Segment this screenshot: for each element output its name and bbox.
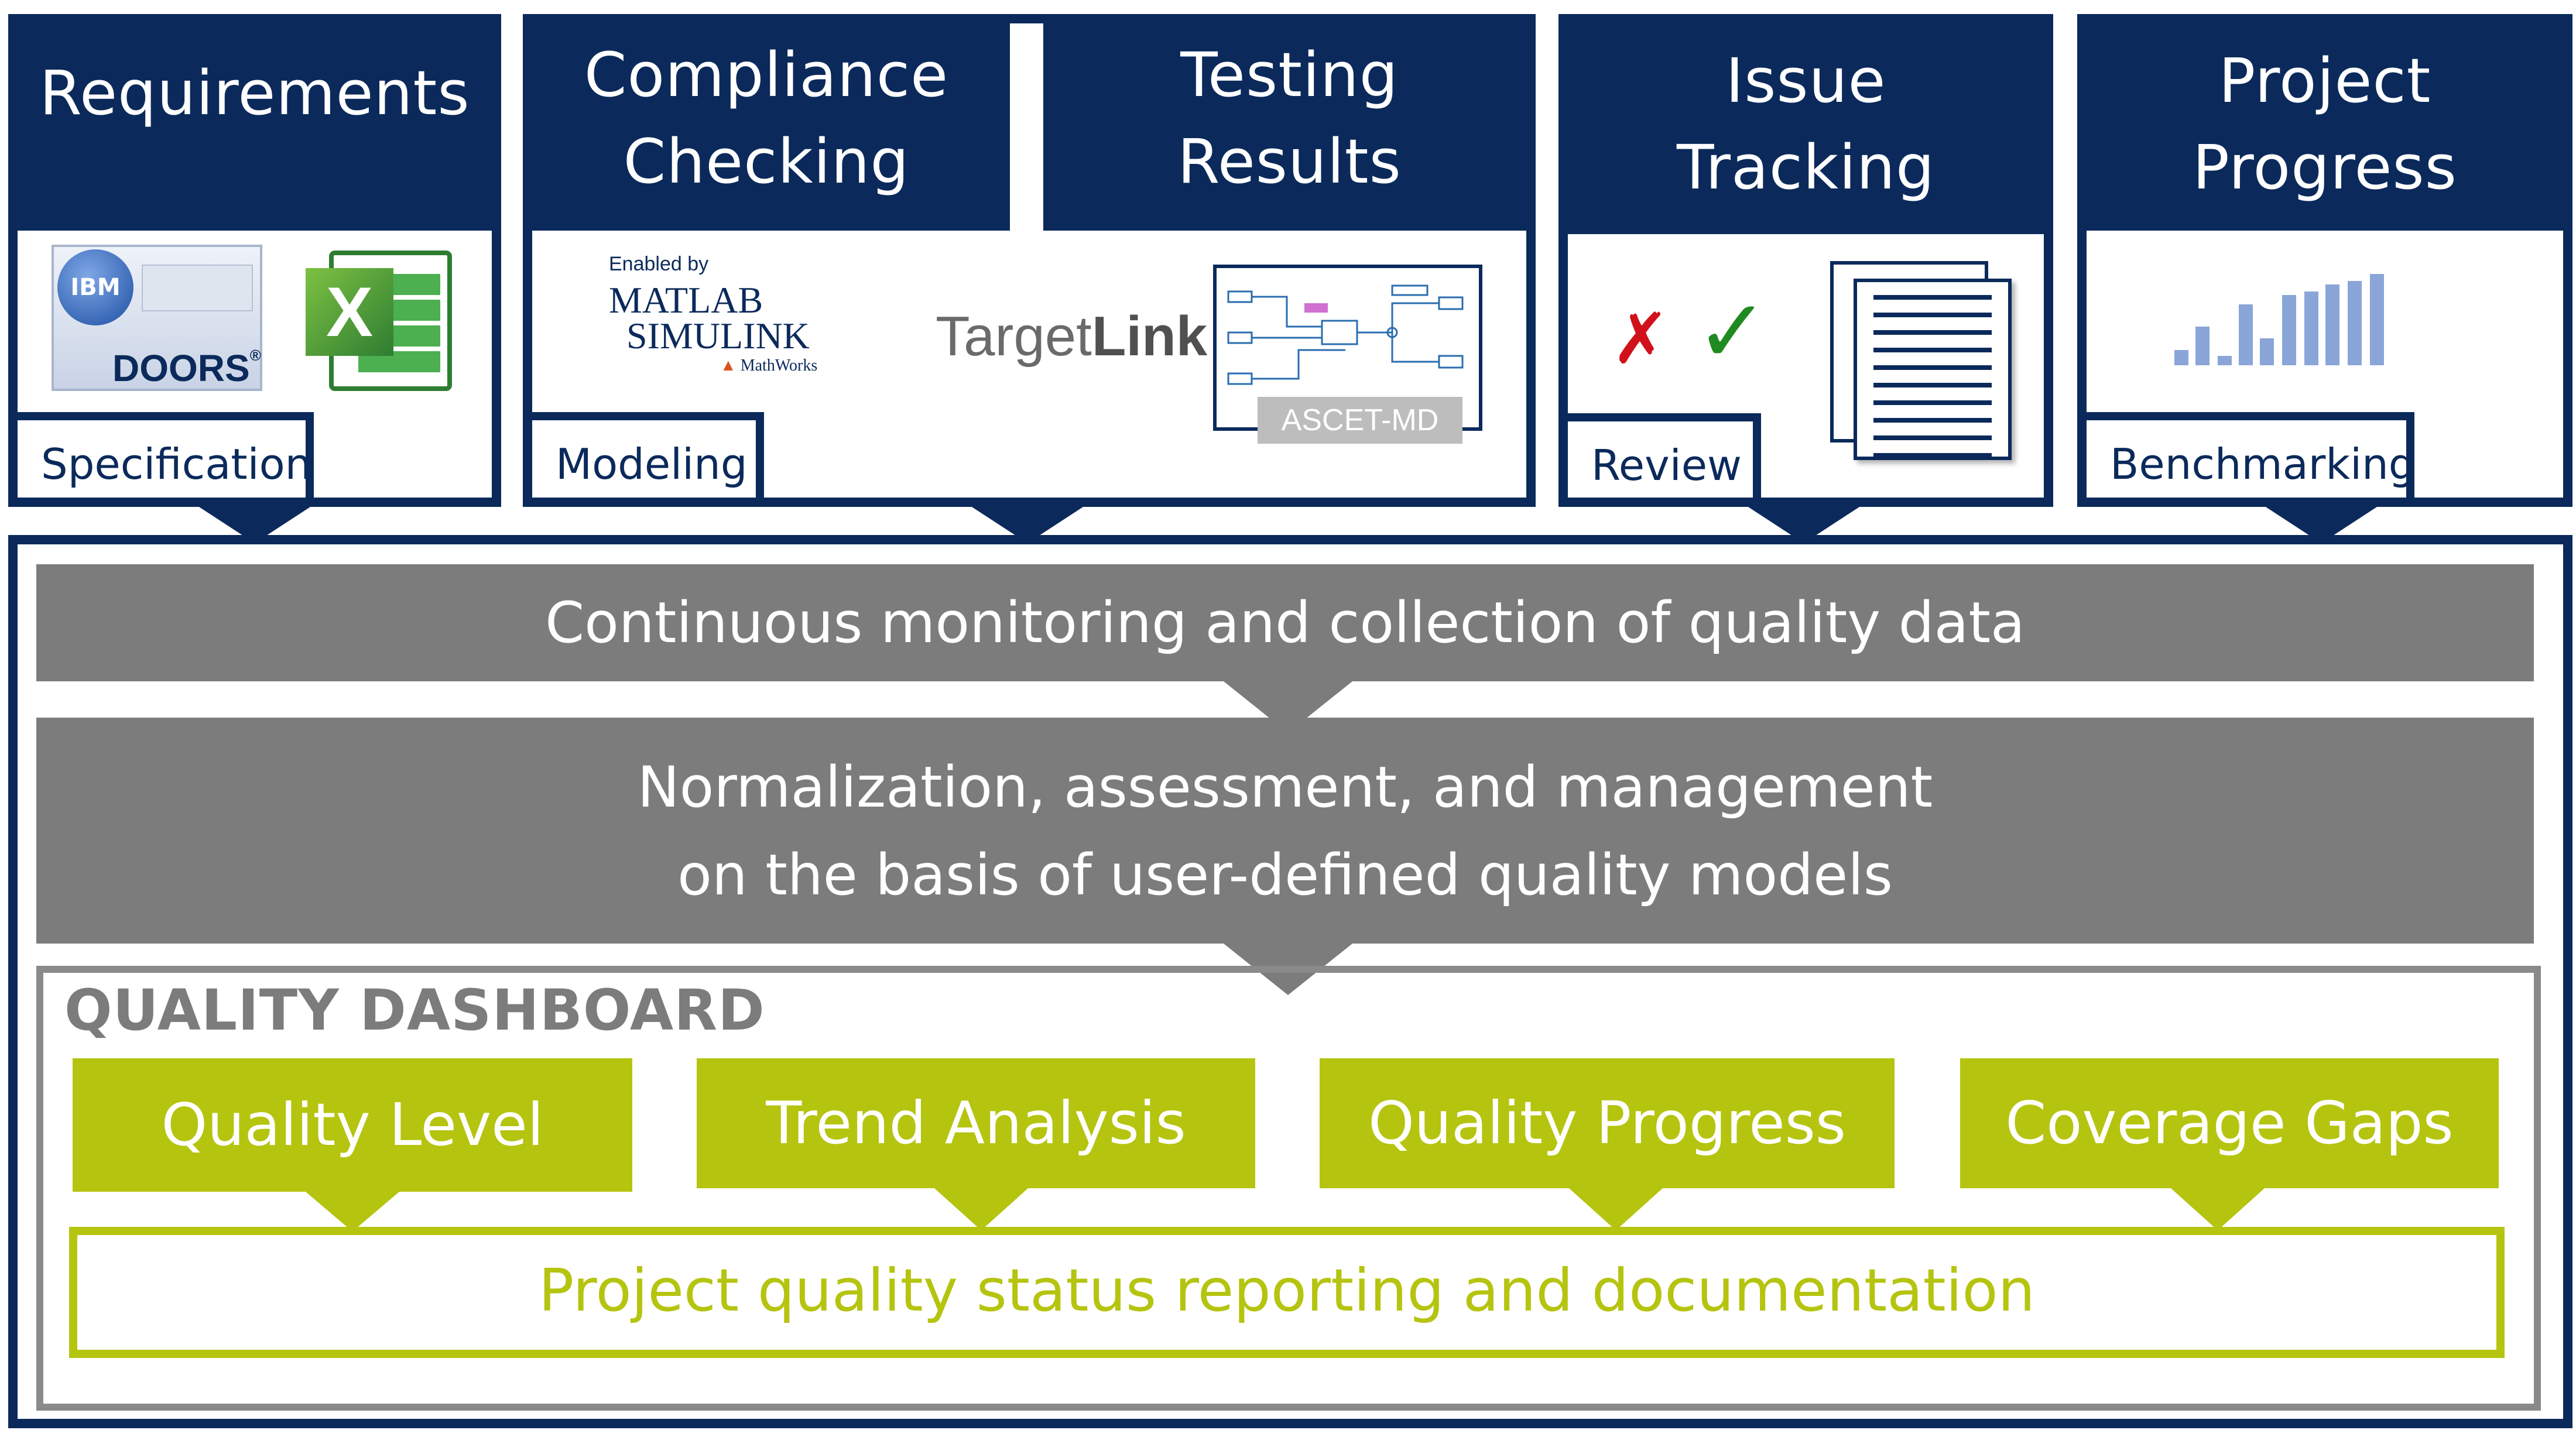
matlab-simulink-logo: Enabled by MATLAB SIMULINK ▲ MathWorks [609, 253, 843, 382]
coverage-gaps-label: Coverage Gaps [2005, 1089, 2454, 1157]
ascet-diagram-svg [1227, 284, 1464, 385]
progress-header: Project Progress [2077, 14, 2572, 231]
doors-window-strip [142, 265, 253, 311]
modeling-tab: Modeling [532, 412, 764, 498]
quality-level-arrow [306, 1192, 399, 1232]
mathworks-icon: ▲ [720, 356, 737, 375]
ascet-label: ASCET-MD [1258, 397, 1462, 444]
targetlink-text-a: Target [936, 305, 1092, 368]
issue-title-line1: Issue [1725, 45, 1886, 116]
ibm-badge-icon: IBM [57, 249, 133, 325]
enabled-by-text: Enabled by [609, 253, 709, 275]
testing-title-line1: Testing [1180, 39, 1399, 111]
specification-tab: Specification [18, 412, 314, 498]
quality-dashboard-frame [36, 966, 2541, 1411]
cross-icon: ✗ [1611, 299, 1670, 380]
matlab-text: MATLAB [609, 279, 763, 321]
trend-analysis-label: Trend Analysis [766, 1089, 1186, 1157]
trend-analysis-box: Trend Analysis [697, 1058, 1255, 1188]
quality-progress-arrow [1569, 1188, 1663, 1230]
normalization-band: Normalization, assessment, and managemen… [36, 718, 2534, 944]
normalization-line1: Normalization, assessment, and managemen… [637, 754, 1933, 820]
quality-level-label: Quality Level [161, 1090, 544, 1159]
collection-band: Continuous monitoring and collection of … [36, 564, 2534, 681]
quality-progress-box: Quality Progress [1320, 1058, 1895, 1188]
doors-label: DOORS [112, 347, 250, 389]
requirements-header: Requirements [8, 14, 501, 231]
simulink-text: SIMULINK [626, 315, 810, 356]
progress-title-line2: Progress [2193, 132, 2457, 203]
ascet-diagram: ASCET-MD [1213, 265, 1482, 444]
excel-icon: X [306, 251, 458, 397]
modeling-label: Modeling [556, 440, 748, 489]
check-icon: ✓ [1695, 281, 1769, 383]
targetlink-logo: TargetLink [936, 304, 1207, 369]
benchmarking-tab: Benchmarking [2087, 412, 2416, 498]
progress-title-line1: Project [2218, 45, 2431, 116]
specification-label: Specification [41, 440, 312, 489]
ibm-text: IBM [70, 274, 121, 301]
compliance-title-line2: Checking [623, 126, 910, 197]
issue-header: Issue Tracking [1558, 14, 2053, 234]
mathworks-label: MathWorks [740, 356, 818, 375]
review-label: Review [1591, 441, 1742, 490]
mathworks-text: ▲ MathWorks [609, 356, 843, 375]
dashboard-title-text: QUALITY DASHBOARD [64, 978, 765, 1043]
requirements-title: Requirements [39, 57, 470, 129]
compliance-header: Compliance Checking [523, 14, 1010, 231]
processing-frame [8, 535, 2572, 1428]
doors-logo: IBM DOORS® [52, 245, 262, 391]
dashboard-title: QUALITY DASHBOARD [64, 978, 765, 1043]
quality-level-box: Quality Level [73, 1058, 632, 1192]
targetlink-text-b: Link [1091, 305, 1208, 368]
benchmarking-label: Benchmarking [2110, 440, 2416, 489]
testing-header: Testing Results [1043, 14, 1536, 231]
trend-analysis-arrow [934, 1188, 1028, 1230]
doors-registered-mark: ® [249, 347, 261, 364]
collection-text: Continuous monitoring and collection of … [545, 590, 2025, 656]
reporting-box: Project quality status reporting and doc… [69, 1227, 2505, 1358]
reporting-text: Project quality status reporting and doc… [538, 1256, 2035, 1325]
coverage-gaps-box: Coverage Gaps [1960, 1058, 2499, 1188]
coverage-gaps-arrow [2171, 1188, 2265, 1230]
check-glyph: ✓ [1695, 281, 1769, 383]
header-divider [1010, 23, 1043, 231]
document-stack-icon [1830, 261, 2023, 466]
cross-glyph: ✗ [1611, 299, 1670, 380]
doors-text: DOORS® [112, 347, 261, 390]
issue-title-line2: Tracking [1677, 132, 1935, 203]
quality-progress-label: Quality Progress [1368, 1089, 1846, 1157]
review-tab: Review [1568, 413, 1761, 498]
testing-title-line2: Results [1177, 126, 1402, 197]
normalization-line2: on the basis of user-defined quality mod… [677, 842, 1893, 908]
compliance-title-line1: Compliance [584, 39, 949, 111]
benchmark-bars-icon [2174, 274, 2384, 365]
ascet-text: ASCET-MD [1281, 403, 1439, 437]
